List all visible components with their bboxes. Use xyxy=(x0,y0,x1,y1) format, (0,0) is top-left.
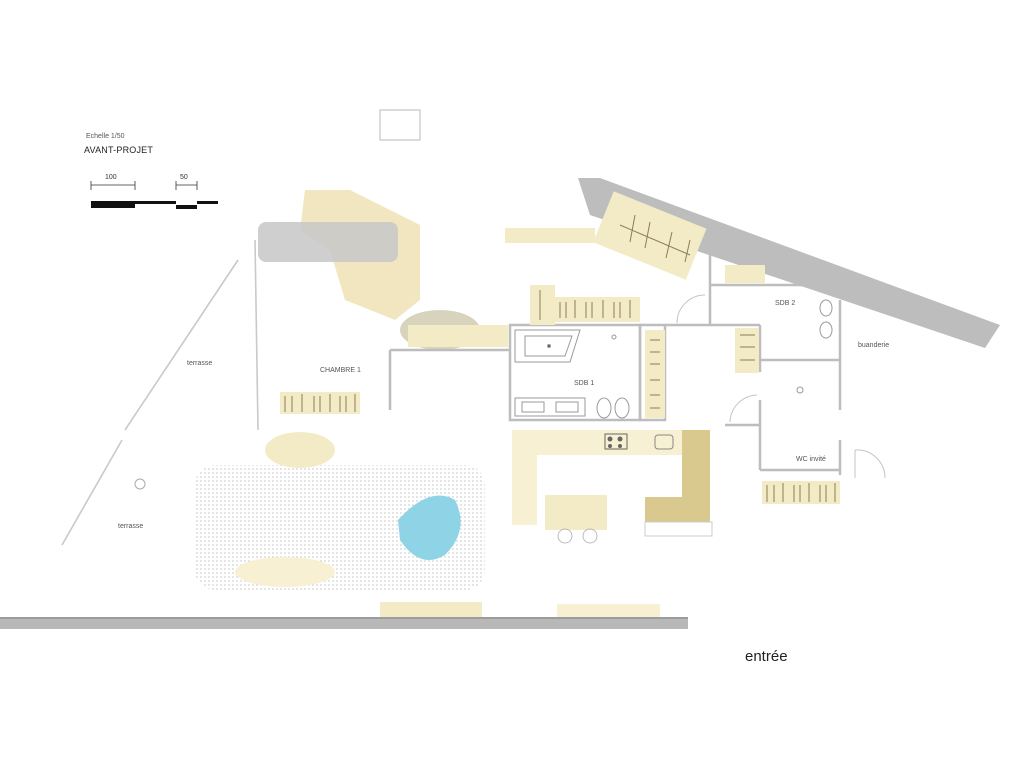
kitchen xyxy=(512,430,713,544)
scale-tick-a: 100 xyxy=(105,174,117,181)
room-label-sdb2: SDB 2 xyxy=(775,300,796,307)
room-label-entree: entrée xyxy=(745,648,788,665)
room-label-terrasse-lower: terrasse xyxy=(118,523,144,530)
chamber-furniture xyxy=(258,109,707,350)
bathroom-fixtures xyxy=(514,299,833,419)
pool xyxy=(398,495,461,560)
scale-bar xyxy=(90,181,218,209)
room-label-sdb1: SDB 1 xyxy=(574,380,595,387)
project-title: AVANT-PROJET xyxy=(84,145,154,155)
room-label-buanderie: buanderie xyxy=(858,342,890,349)
living-area xyxy=(134,432,660,617)
room-label-wc: WC invité xyxy=(796,456,826,463)
interior-walls xyxy=(388,250,842,475)
closet-hangers xyxy=(284,214,836,502)
room-label-terrasse-upper: terrasse xyxy=(187,360,213,367)
door-swings xyxy=(676,294,886,479)
scale-tick-b: 50 xyxy=(180,174,188,181)
room-label-chambre: CHAMBRE 1 xyxy=(320,367,361,374)
terrace-edges xyxy=(61,239,259,546)
bottom-wall xyxy=(0,617,688,629)
scale-label: Echelle 1/50 xyxy=(86,133,125,140)
